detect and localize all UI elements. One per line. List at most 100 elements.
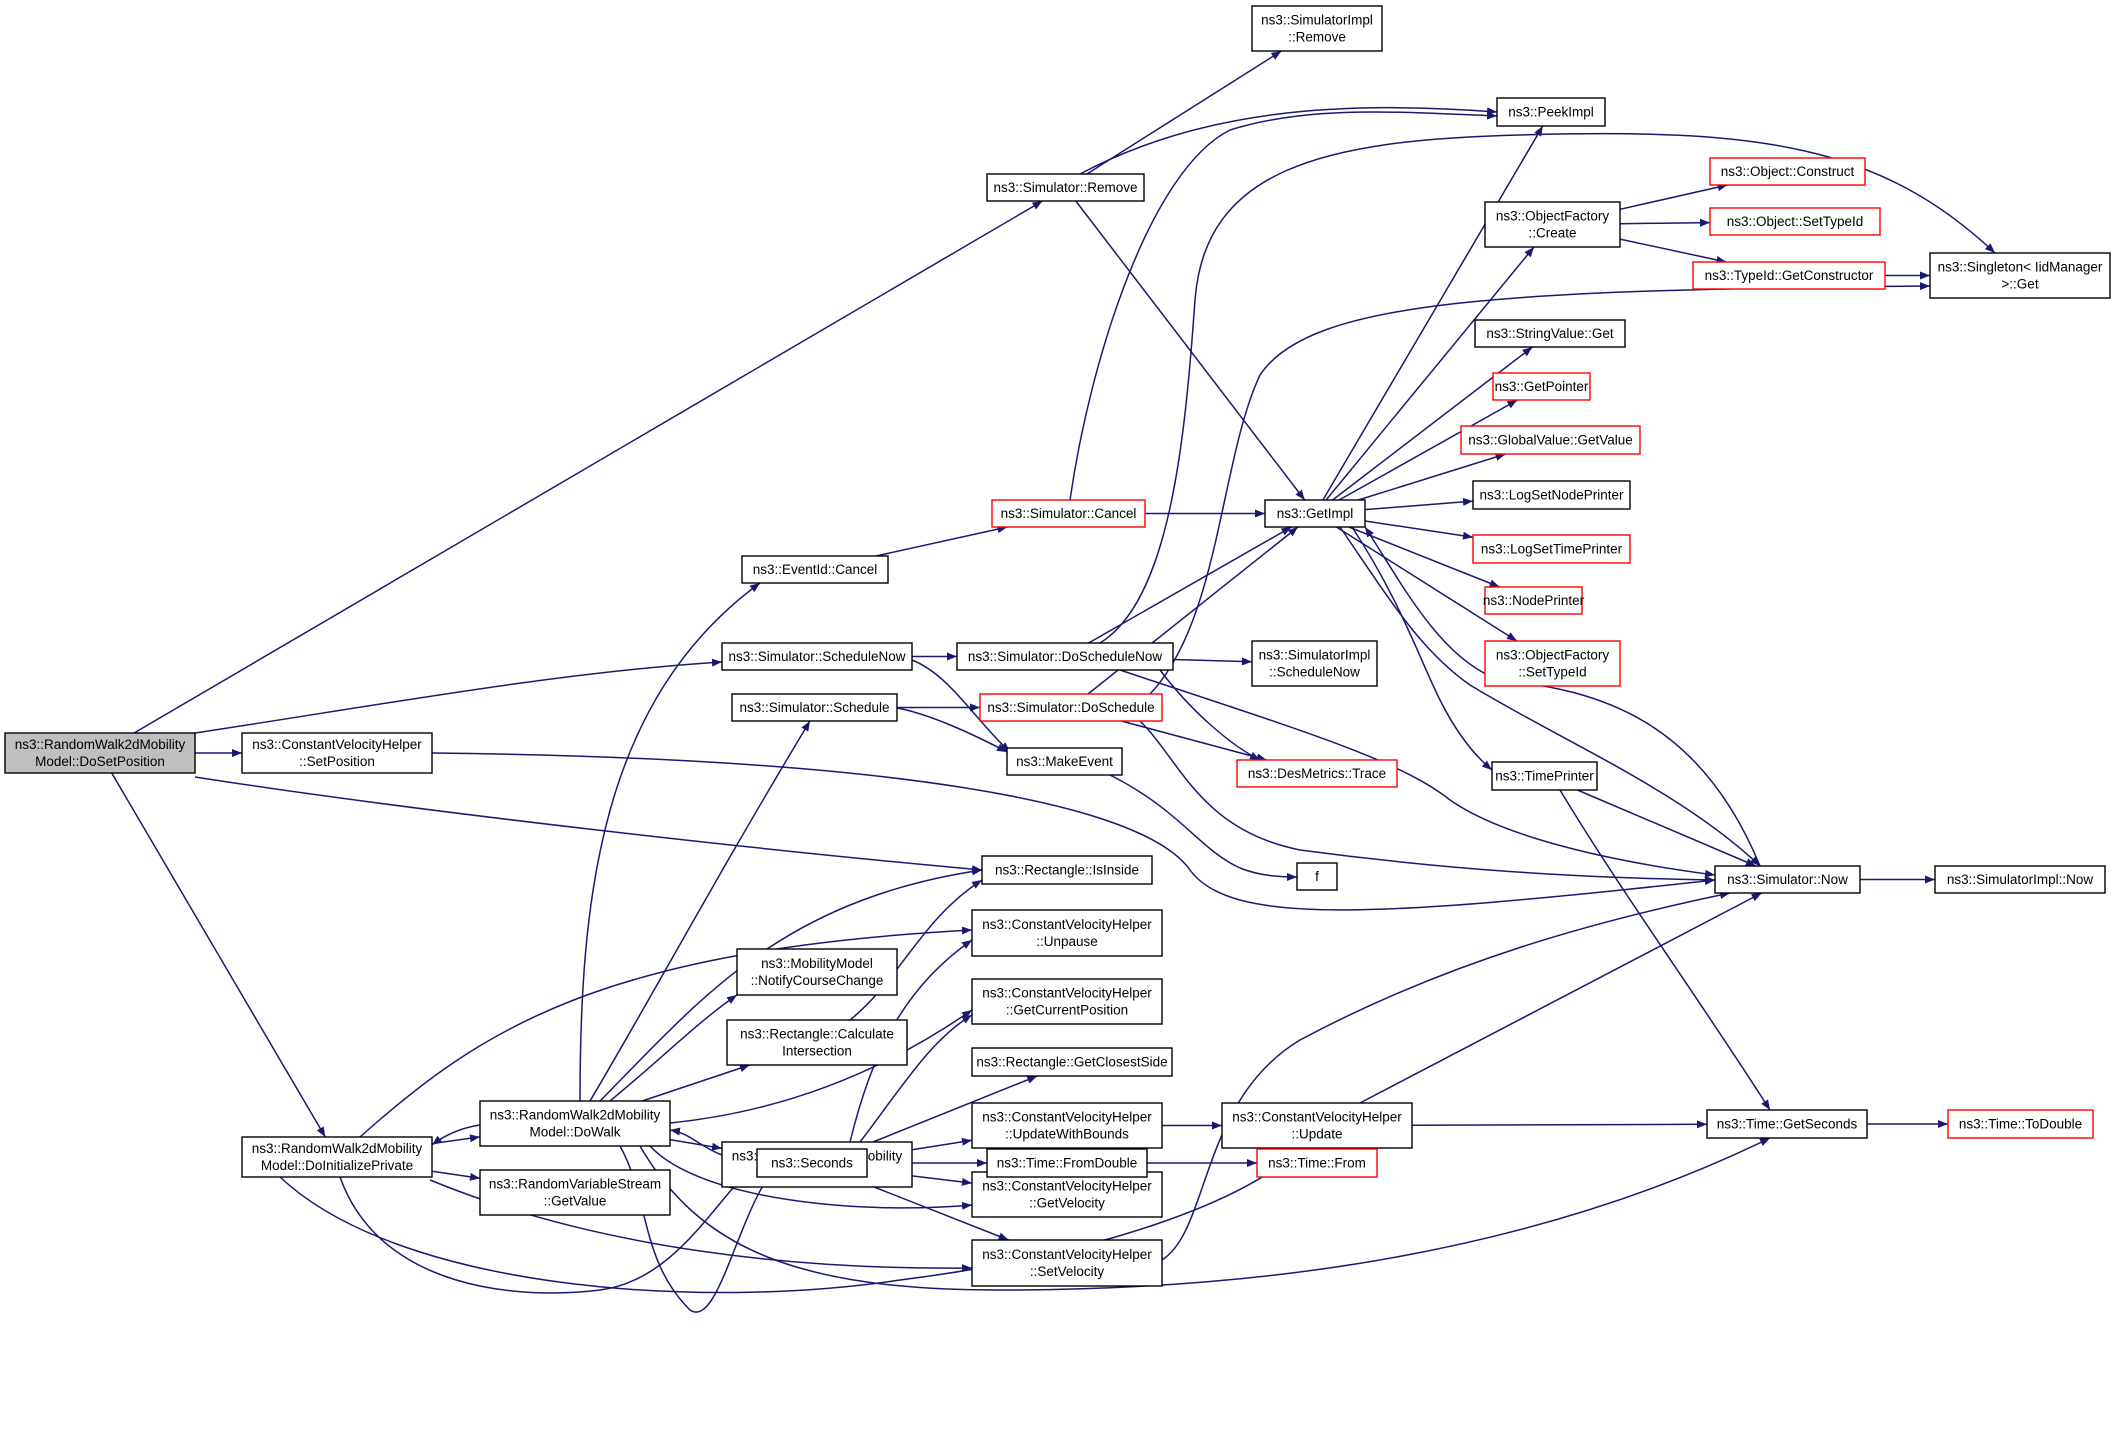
node-box-seconds xyxy=(756,1148,868,1178)
node-rectGetClosestSide[interactable]: ns3::Rectangle::GetClosestSide xyxy=(971,1047,1173,1077)
node-nodePrinter[interactable]: ns3::NodePrinter xyxy=(1483,586,1585,615)
node-label: ns3::LogSetNodePrinter xyxy=(1479,488,1624,503)
node-eventIdCancel[interactable]: ns3::EventId::Cancel xyxy=(741,555,889,584)
node-timeGetSeconds[interactable]: ns3::Time::GetSeconds xyxy=(1706,1109,1868,1139)
edge-makeEvent-to-f xyxy=(1109,774,1298,881)
edge-simScheduleNow-to-makeEvent xyxy=(911,659,1011,753)
node-cvhUnpause[interactable]: ns3::ConstantVelocityHelper::Unpause xyxy=(971,909,1163,957)
node-peekImpl[interactable]: ns3::PeekImpl xyxy=(1496,97,1606,127)
node-label: >::Get xyxy=(2001,277,2038,292)
node-cvhUpdateWithBounds[interactable]: ns3::ConstantVelocityHelper::UpdateWithB… xyxy=(971,1102,1163,1149)
node-simCancel[interactable]: ns3::Simulator::Cancel xyxy=(991,499,1146,528)
edge-doInitPrivate-to-seconds xyxy=(339,1164,758,1294)
node-logSetNodePrinter[interactable]: ns3::LogSetNodePrinter xyxy=(1472,480,1631,510)
node-f[interactable]: f xyxy=(1296,862,1338,891)
node-simImplNow[interactable]: ns3::SimulatorImpl::Now xyxy=(1934,865,2106,894)
edge-doWalk-to-cvhGetCurrentPosition xyxy=(669,1009,973,1124)
node-simRemove[interactable]: ns3::Simulator::Remove xyxy=(986,173,1145,202)
node-box-simImplRemove xyxy=(1251,5,1383,52)
node-label: ns3::GlobalValue::GetValue xyxy=(1468,433,1633,448)
node-rectIsInside[interactable]: ns3::Rectangle::IsInside xyxy=(981,855,1153,885)
node-typeIdGetCtor[interactable]: ns3::TypeId::GetConstructor xyxy=(1692,261,1886,290)
node-cvhSetPosition[interactable]: ns3::ConstantVelocityHelper::SetPosition xyxy=(241,732,433,774)
node-ofCreate[interactable]: ns3::ObjectFactory::Create xyxy=(1484,201,1621,248)
node-ofSetTypeId[interactable]: ns3::ObjectFactory::SetTypeId xyxy=(1484,640,1621,687)
node-simSchedule[interactable]: ns3::Simulator::Schedule xyxy=(731,693,898,722)
node-label: Model::DoSetPosition xyxy=(35,754,165,769)
node-label: ns3::Time::ToDouble xyxy=(1959,1117,2082,1132)
node-box-doInitPrivate xyxy=(241,1136,433,1178)
node-objConstruct[interactable]: ns3::Object::Construct xyxy=(1709,157,1866,186)
node-seconds[interactable]: ns3::Seconds xyxy=(756,1148,868,1178)
node-cvhSetVelocity[interactable]: ns3::ConstantVelocityHelper::SetVelocity xyxy=(971,1239,1163,1287)
edge-simDoScheduleNow-to-getImpl xyxy=(1088,526,1292,644)
edge-getImpl-to-ofCreate xyxy=(1325,246,1535,501)
edge-doSetPosition-to-doInitPrivate xyxy=(111,772,326,1138)
node-timeToDouble[interactable]: ns3::Time::ToDouble xyxy=(1947,1109,2094,1139)
edge-doWalk-to-rebound xyxy=(669,1138,723,1151)
node-cvhGetCurrentPosition[interactable]: ns3::ConstantVelocityHelper::GetCurrentP… xyxy=(971,978,1163,1025)
node-doInitPrivate[interactable]: ns3::RandomWalk2dMobilityModel::DoInitia… xyxy=(241,1136,433,1178)
edge-doSetPosition-to-rectIsInside xyxy=(194,776,983,874)
node-simDoScheduleNow[interactable]: ns3::Simulator::DoScheduleNow xyxy=(956,642,1174,671)
edge-getImpl-to-simNow xyxy=(1339,526,1761,867)
node-notifyCourseChange[interactable]: ns3::MobilityModel::NotifyCourseChange xyxy=(736,948,898,996)
node-objSetTypeId[interactable]: ns3::Object::SetTypeId xyxy=(1709,207,1881,236)
node-timeFromDouble[interactable]: ns3::Time::FromDouble xyxy=(986,1148,1148,1178)
edge-timePrinter-to-timeGetSeconds xyxy=(1559,789,1771,1111)
node-label: Model::DoWalk xyxy=(529,1125,620,1140)
node-label: ns3::ObjectFactory xyxy=(1496,209,1610,224)
node-label: ns3::Simulator::Remove xyxy=(993,180,1137,195)
node-label: ns3::Seconds xyxy=(771,1156,853,1171)
node-label: ns3::SimulatorImpl::Now xyxy=(1947,872,2094,887)
node-getPointer[interactable]: ns3::GetPointer xyxy=(1492,372,1591,401)
node-label: ns3::Simulator::ScheduleNow xyxy=(728,649,905,664)
node-simImplScheduleNow[interactable]: ns3::SimulatorImpl::ScheduleNow xyxy=(1251,640,1378,687)
edge-cvhSetPosition-to-simNow xyxy=(431,752,1716,911)
node-label: ns3::Simulator::Cancel xyxy=(1001,506,1137,521)
node-cvhUpdate[interactable]: ns3::ConstantVelocityHelper::Update xyxy=(1221,1102,1413,1149)
node-label: ns3::ConstantVelocityHelper xyxy=(1232,1110,1402,1125)
node-box-timeGetSeconds xyxy=(1706,1109,1868,1139)
node-label: ns3::Rectangle::IsInside xyxy=(995,863,1139,878)
edge-simDoScheduleNow-to-desMetricsTrace xyxy=(1159,669,1261,761)
node-rvsGetValue[interactable]: ns3::RandomVariableStream::GetValue xyxy=(479,1169,671,1216)
edge-simCancel-to-peekImpl xyxy=(1069,111,1498,501)
node-logSetTimePrinter[interactable]: ns3::LogSetTimePrinter xyxy=(1472,534,1631,564)
node-box-desMetricsTrace xyxy=(1236,759,1398,788)
node-label: f xyxy=(1315,869,1319,884)
node-label: ns3::RandomVariableStream xyxy=(489,1177,661,1192)
node-timeFrom[interactable]: ns3::Time::From xyxy=(1256,1148,1378,1178)
node-box-rectCalcIntersection xyxy=(726,1019,908,1066)
node-singletonGet[interactable]: ns3::Singleton< IidManager>::Get xyxy=(1929,252,2111,299)
node-makeEvent[interactable]: ns3::MakeEvent xyxy=(1006,747,1123,776)
edge-doWalk-to-eventIdCancel xyxy=(579,582,761,1102)
node-box-simCancel xyxy=(991,499,1146,528)
node-label: ns3::RandomWalk2dMobility xyxy=(252,1141,423,1156)
node-label: ns3::GetImpl xyxy=(1277,506,1354,521)
node-box-nodePrinter xyxy=(1484,586,1583,615)
node-label: ::Remove xyxy=(1288,30,1346,45)
node-stringValueGet[interactable]: ns3::StringValue::Get xyxy=(1474,319,1626,348)
node-label: ns3::LogSetTimePrinter xyxy=(1481,542,1623,557)
node-gvGetValue[interactable]: ns3::GlobalValue::GetValue xyxy=(1460,425,1641,455)
node-box-ofCreate xyxy=(1484,201,1621,248)
node-simDoSchedule[interactable]: ns3::Simulator::DoSchedule xyxy=(979,693,1163,722)
edge-simRemove-to-peekImpl xyxy=(1079,106,1498,175)
node-label: ::GetValue xyxy=(544,1194,607,1209)
node-timePrinter[interactable]: ns3::TimePrinter xyxy=(1491,761,1598,791)
node-label: ns3::Rectangle::Calculate xyxy=(740,1027,894,1042)
node-label: ns3::Object::Construct xyxy=(1721,164,1855,179)
node-simNow[interactable]: ns3::Simulator::Now xyxy=(1714,865,1861,894)
node-doSetPosition[interactable]: ns3::RandomWalk2dMobilityModel::DoSetPos… xyxy=(4,732,196,774)
node-simScheduleNow[interactable]: ns3::Simulator::ScheduleNow xyxy=(721,642,913,671)
node-desMetricsTrace[interactable]: ns3::DesMetrics::Trace xyxy=(1236,759,1398,788)
node-simImplRemove[interactable]: ns3::SimulatorImpl::Remove xyxy=(1251,5,1383,52)
node-cvhGetVelocity[interactable]: ns3::ConstantVelocityHelper::GetVelocity xyxy=(971,1171,1163,1218)
node-getImpl[interactable]: ns3::GetImpl xyxy=(1264,499,1366,528)
node-label: Model::DoInitializePrivate xyxy=(261,1158,413,1173)
node-box-simSchedule xyxy=(731,693,898,722)
